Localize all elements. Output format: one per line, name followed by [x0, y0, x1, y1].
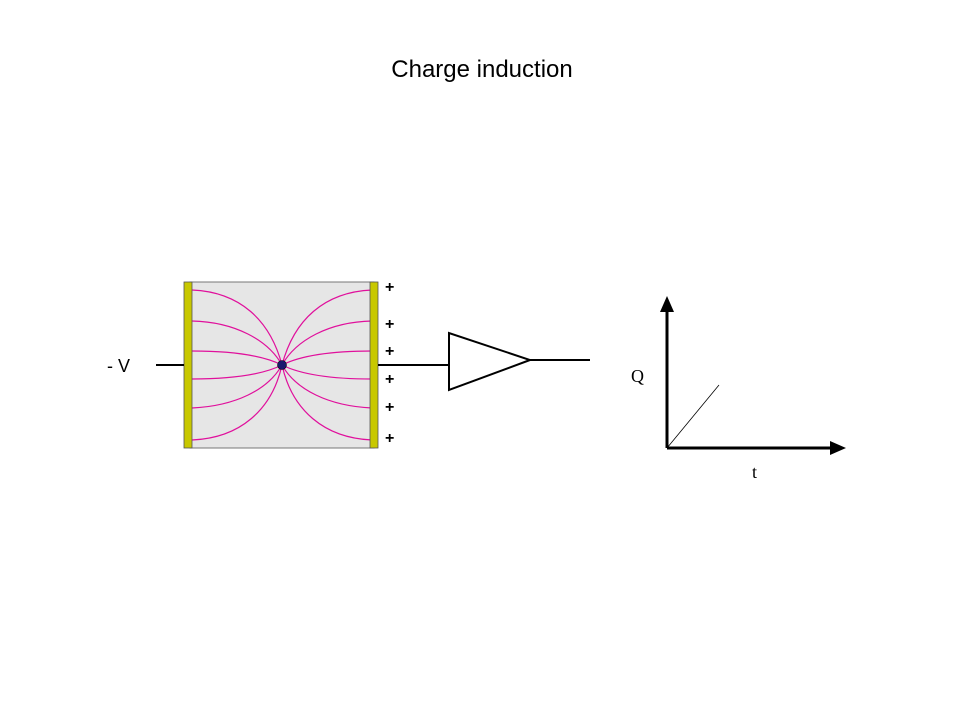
field-lines — [191, 289, 373, 441]
graph-x-label: t — [752, 462, 757, 482]
amplifier-triangle — [448, 331, 534, 392]
induced-charge: + — [385, 343, 394, 360]
field-line — [281, 364, 373, 441]
field-line — [281, 320, 373, 366]
field-line — [191, 364, 283, 380]
field-line — [281, 350, 373, 366]
charge-ramp-line — [666, 384, 720, 449]
graph-y-label: Q — [631, 366, 644, 386]
induced-charge: + — [385, 279, 394, 296]
slide-title: Charge induction — [391, 56, 573, 83]
induced-charge: + — [385, 316, 394, 333]
induced-charge: + — [385, 430, 394, 447]
left-electrode — [183, 281, 193, 449]
point-charge — [277, 360, 287, 370]
right-electrode — [369, 281, 379, 449]
y-axis-arrow-icon — [660, 296, 674, 312]
voltage-label: - V — [107, 356, 130, 376]
field-line — [191, 350, 283, 366]
field-line — [281, 364, 373, 380]
field-line — [191, 320, 283, 366]
field-line — [191, 289, 283, 366]
field-line — [191, 364, 283, 441]
induced-charge: + — [385, 399, 394, 416]
induced-charge: + — [385, 371, 394, 388]
field-line — [281, 289, 373, 366]
x-axis-arrow-icon — [830, 441, 846, 455]
field-line — [191, 364, 283, 409]
field-line — [281, 364, 373, 409]
